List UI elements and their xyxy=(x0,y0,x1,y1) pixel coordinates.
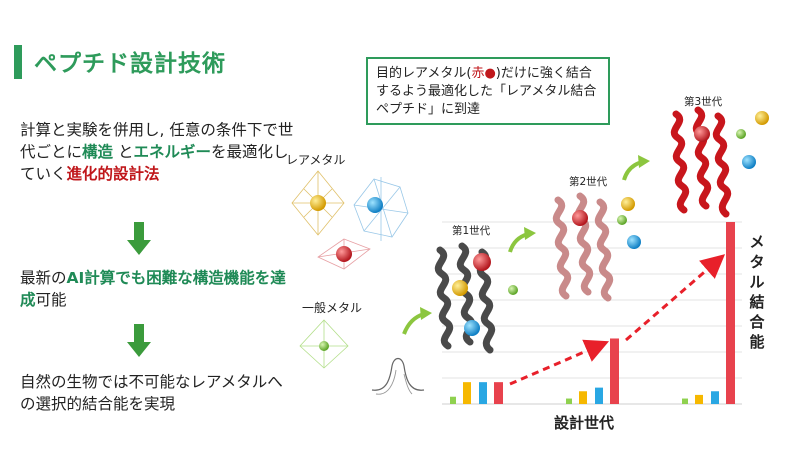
yellow-metal-ball-icon xyxy=(310,195,326,211)
green-metal-ball-icon xyxy=(319,341,329,351)
blue-metal-ball-icon xyxy=(464,320,480,336)
title-accent-bar xyxy=(14,45,22,79)
red-metal-ball-icon xyxy=(572,210,588,226)
bar-blue-gen1 xyxy=(479,382,487,404)
red-metal-ball-icon xyxy=(473,253,491,271)
gen3-label: 第3世代 xyxy=(684,96,723,108)
gen1-label: 第1世代 xyxy=(452,225,491,237)
down-arrow-icon xyxy=(127,324,151,357)
trend-arrow-2-3 xyxy=(625,254,726,342)
trend-arrow-1-2 xyxy=(509,339,610,386)
bar-blue-gen2 xyxy=(595,387,603,404)
blue-metal-ball-icon xyxy=(367,197,383,213)
bar-red-gen3 xyxy=(726,222,735,404)
yellow-metal-ball-icon xyxy=(452,280,468,296)
green-metal-ball-icon xyxy=(508,285,518,295)
blue-metal-ball-icon xyxy=(627,235,641,249)
loose-peptide-icon xyxy=(371,357,425,395)
result-callout: 目的レアメタル(赤●)だけに強く結合するよう最適化した「レアメタル結合ペプチド」… xyxy=(366,57,610,125)
bar-red-gen2 xyxy=(610,338,619,404)
page-title: ペプチド設計技術 xyxy=(34,51,226,77)
bar-yellow-gen2 xyxy=(579,391,587,404)
gen3-peptide-structure xyxy=(670,106,732,218)
y-axis-label: メタル結合能 xyxy=(749,233,765,351)
down-arrow-icon xyxy=(127,222,151,255)
bar-blue-gen3 xyxy=(711,391,719,404)
x-axis-label: 設計世代 xyxy=(554,414,615,432)
bar-red-gen1 xyxy=(494,382,503,404)
blue-metal-ball-icon xyxy=(742,155,756,169)
common-metal-label: 一般メタル xyxy=(302,301,363,315)
evolution-arrow-head-icon xyxy=(638,155,650,168)
paragraph-evolutionary-design: 計算と実験を併用し, 任意の条件下で世代ごとに構造 とエネルギーを最適化していく… xyxy=(20,121,294,183)
green-metal-ball-icon xyxy=(617,215,627,225)
evolution-arrow-head-icon xyxy=(524,227,536,240)
yellow-metal-ball-icon xyxy=(621,197,635,211)
green-metal-ball-icon xyxy=(736,129,746,139)
yellow-metal-ball-icon xyxy=(755,111,769,125)
bar-yellow-gen1 xyxy=(463,382,471,404)
evolution-arrow-head-icon xyxy=(420,307,432,320)
red-metal-ball-icon xyxy=(694,126,710,142)
paragraph-ai-difficult: 最新のAI計算でも困難な構造機能を達成可能 xyxy=(20,269,286,309)
gen2-label: 第2世代 xyxy=(569,176,608,188)
rare-metal-label: レアメタル xyxy=(286,153,346,167)
red-metal-ball-icon xyxy=(336,246,352,262)
bar-green-gen3 xyxy=(682,398,688,404)
bar-yellow-gen3 xyxy=(695,394,703,404)
bar-green-gen1 xyxy=(450,396,456,404)
bar-green-gen2 xyxy=(566,398,572,404)
paragraph-selective-binding: 自然の生物では不可能なレアメタルへの選択的結合能を実現 xyxy=(20,373,283,413)
